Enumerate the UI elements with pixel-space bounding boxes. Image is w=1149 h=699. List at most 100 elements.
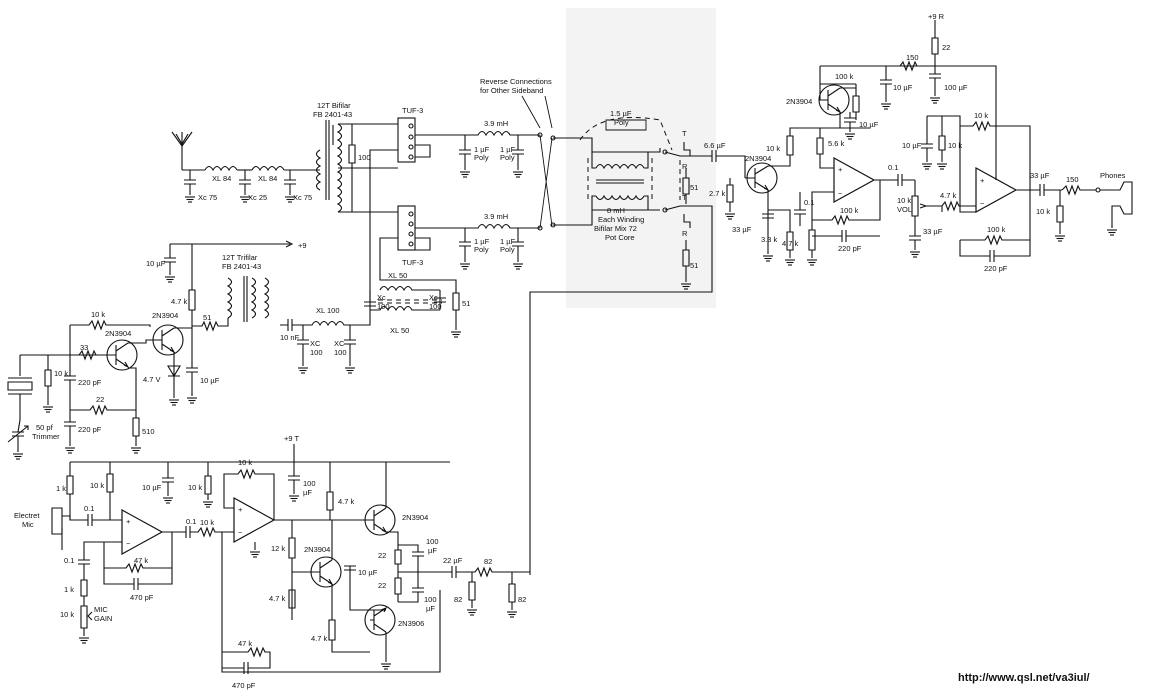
label-c10u-e: 10 µF — [902, 141, 922, 150]
label-poly-a: Poly — [474, 153, 489, 162]
label-c1-c: 1 µF — [474, 237, 490, 246]
af-amplifier-chain: 6.6 µF 2N3904 2.7 k 10 k 5.6 k 33 µF 3.3… — [704, 12, 1133, 273]
label-xl100: XL 100 — [316, 306, 340, 315]
carrier-oscillator: 12T Trifilar FB 2401-43 +9 10 µF 4.7 k 5… — [7, 240, 307, 460]
phasing-network-tr-switch: 1.5 µF Poly 8 mH Each Winding Bifilar Mi… — [529, 109, 713, 575]
svg-text:+: + — [126, 517, 131, 526]
label-r82-a: 82 — [484, 557, 492, 566]
label-trimmer-b: Trimmer — [32, 432, 60, 441]
label-r100k-a: 100 k — [840, 206, 859, 215]
label-r51-d: 51 — [690, 261, 698, 270]
svg-text:−: − — [980, 199, 985, 208]
label-c470-a: 470 pF — [130, 593, 154, 602]
label-mic-gain-a: MIC — [94, 605, 108, 614]
label-poly-d: Poly — [500, 245, 515, 254]
label-r10k-i: 10 k — [238, 458, 252, 467]
label-xc-b: Xc — [429, 293, 438, 302]
label-r33: 33 — [80, 343, 88, 352]
label-c10u-a: 10 µF — [146, 259, 166, 268]
label-tuf3-a: TUF-3 — [402, 106, 423, 115]
label-xc-c: XC — [310, 339, 321, 348]
label-r10k-h: 10 k — [188, 483, 202, 492]
label-r10k-b: 10 k — [54, 369, 68, 378]
label-c220-a: 220 pF — [78, 378, 102, 387]
label-bifilar-mix72: Bifilar Mix 72 — [594, 224, 637, 233]
label-r22-a: 22 — [96, 395, 104, 404]
label-r150-b: 150 — [1066, 175, 1079, 184]
label-c100u-d: 100 — [424, 595, 437, 604]
svg-text:+: + — [238, 505, 243, 514]
label-r100: 100 — [358, 153, 371, 162]
label-vol: VOL — [897, 205, 912, 214]
label-c220-b: 220 pF — [78, 425, 102, 434]
label-vol-10k: 10 k — [897, 196, 911, 205]
label-t2: T — [682, 193, 687, 202]
label-r1: R — [682, 162, 688, 171]
label-poly-c: Poly — [474, 245, 489, 254]
label-xc-d2: 100 — [334, 348, 347, 357]
label-zener-4-7v: 4.7 V — [143, 375, 161, 384]
label-2n3906: 2N3906 — [398, 619, 424, 628]
label-c1-b: 1 µF — [500, 145, 516, 154]
label-2n3904-a: 2N3904 — [105, 329, 131, 338]
label-c1-a: 1 µF — [474, 145, 490, 154]
label-c220-c: 220 pF — [838, 244, 862, 253]
label-2n3904-b: 2N3904 — [152, 311, 178, 320]
label-xl50-a: XL 50 — [388, 271, 407, 280]
svg-text:−: − — [838, 189, 843, 198]
label-trifilar-b: FB 2401-43 — [222, 262, 261, 271]
label-c1-5u-poly: Poly — [614, 118, 629, 127]
label-c10u-g: 10 µF — [358, 568, 378, 577]
label-xc25: Xc 25 — [248, 193, 267, 202]
label-bifilar-a: 12T Bifilar — [317, 101, 351, 110]
label-r51-b: 51 — [203, 313, 211, 322]
label-c1-d: 1 µF — [500, 237, 516, 246]
label-c33u-c: 33 µF — [1030, 171, 1050, 180]
label-c33u-b: 33 µF — [923, 227, 943, 236]
label-phones: Phones — [1100, 171, 1126, 180]
label-r47k-h: 47 k — [238, 639, 252, 648]
scan-shading — [566, 8, 716, 308]
label-r51-a: 51 — [462, 299, 470, 308]
label-c10n: 10 nF — [280, 333, 300, 342]
label-r2-7k: 2.7 k — [709, 189, 726, 198]
label-xc-d: XC — [334, 339, 345, 348]
label-c10u-b: 10 µF — [200, 376, 220, 385]
label-tuf3-b: TUF-3 — [402, 258, 423, 267]
label-bifilar-b: FB 2401-43 — [313, 110, 352, 119]
label-c100u-c: 100 — [426, 537, 439, 546]
label-plus9r: +9 R — [928, 12, 945, 21]
label-reverse-a: Reverse Connections — [480, 77, 552, 86]
label-poly-b: Poly — [500, 153, 515, 162]
label-r22-b: 22 — [942, 43, 950, 52]
label-r10k-e: 10 k — [974, 111, 988, 120]
label-c0-1-e: 0.1 — [186, 517, 196, 526]
label-c6-6u: 6.6 µF — [704, 141, 726, 150]
label-c1-5u: 1.5 µF — [610, 109, 632, 118]
label-2n3904-d: 2N3904 — [786, 97, 812, 106]
label-r10k-a: 10 k — [91, 310, 105, 319]
label-3-9mh-b: 3.9 mH — [484, 212, 508, 221]
label-r5-6k: 5.6 k — [828, 139, 845, 148]
label-2n3904-f: 2N3904 — [304, 545, 330, 554]
label-c0-1-d: 0.1 — [64, 556, 74, 565]
label-plus9t: +9 T — [284, 434, 299, 443]
label-trimmer-a: 50 pf — [36, 423, 54, 432]
label-xl84-b: XL 84 — [258, 174, 277, 183]
label-r10k-k: 10 k — [60, 610, 74, 619]
label-r2: R — [682, 229, 688, 238]
label-c100u-b: 100 — [303, 479, 316, 488]
label-r10k-j: 10 k — [200, 518, 214, 527]
label-trifilar-a: 12T Trifilar — [222, 253, 258, 262]
label-r22-c: 22 — [378, 551, 386, 560]
label-r1k-a: 1 k — [56, 484, 66, 493]
mic-amplifier: +9 T 1 k Electret Mic 0.1 10 k 10 µF 10 … — [14, 434, 530, 690]
label-c0-1-c: 0.1 — [84, 504, 94, 513]
label-c100u-a: 100 µF — [944, 83, 968, 92]
label-xc75-b: Xc 75 — [293, 193, 312, 202]
label-r4-7k-f: 4.7 k — [269, 594, 286, 603]
carrier-phase-network: XL 50 XL 50 Xc 100 Xc 100 51 10 nF XL 10… — [280, 271, 470, 374]
label-c10u-c: 10 µF — [893, 83, 913, 92]
bifilar-transformer-mixers: 12T Bifilar FB 2401-43 100 TUF-3 TUF-3 3… — [313, 77, 556, 290]
label-xl84-a: XL 84 — [212, 174, 231, 183]
